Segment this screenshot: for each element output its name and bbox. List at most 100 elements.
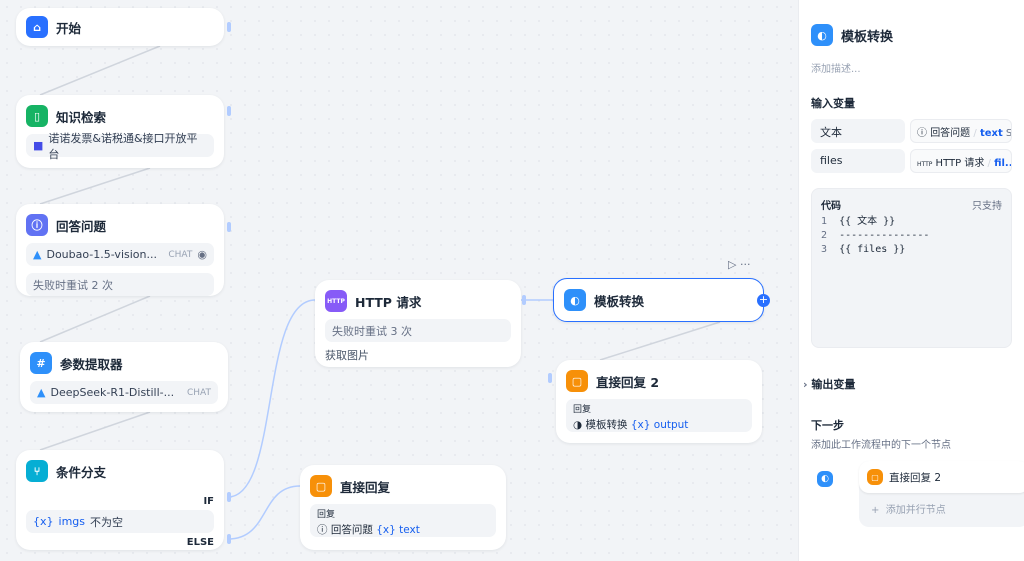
line-number: 2 bbox=[821, 230, 828, 241]
grid-icon: # bbox=[30, 352, 52, 374]
llm-icon: ⓘ bbox=[317, 524, 328, 536]
add-parallel-label: 添加并行节点 bbox=[885, 505, 946, 516]
source-var: text bbox=[399, 524, 420, 536]
branch-icon: ⑂ bbox=[26, 460, 48, 482]
else-label: ELSE bbox=[186, 537, 214, 548]
retry-text: 失败时重试 3 次 bbox=[332, 324, 412, 338]
http-icon: HTTP bbox=[325, 290, 347, 312]
handle[interactable] bbox=[227, 492, 231, 502]
var-name-input[interactable]: 文本 bbox=[811, 119, 905, 143]
handle[interactable] bbox=[227, 106, 231, 116]
handle[interactable] bbox=[227, 534, 231, 544]
description-input[interactable]: 添加描述... bbox=[811, 64, 861, 75]
reply-label: 回复 bbox=[573, 405, 592, 415]
template-icon: ◐ bbox=[811, 24, 833, 46]
book-icon: ▯ bbox=[26, 105, 48, 127]
if-label: IF bbox=[203, 496, 214, 507]
code-editor[interactable]: 代码 只支持 1 {{ 文本 }} 2 --------------- 3 {{ fi… bbox=[811, 188, 1012, 348]
output-vars-toggle[interactable]: › 输出变量 bbox=[803, 376, 1012, 392]
node-title: 模板转换 bbox=[594, 293, 645, 309]
source-node: HTTP 请求 bbox=[935, 158, 985, 169]
condition-var: imgs bbox=[58, 515, 86, 528]
code-line: {{ files }} bbox=[839, 244, 906, 255]
model-icon: ▲ bbox=[37, 386, 46, 399]
reply-icon: ▢ bbox=[566, 370, 588, 392]
handle[interactable] bbox=[548, 373, 552, 383]
node-title: 知识检索 bbox=[56, 109, 107, 125]
edge bbox=[39, 45, 161, 96]
run-icon[interactable]: ▷ bbox=[728, 258, 737, 271]
node-settings-panel: ◐ 模板转换 添加描述... 输入变量 文本ⓘ 回答问题 / text Strin… bbox=[798, 0, 1024, 561]
more-icon[interactable]: ··· bbox=[739, 258, 751, 271]
node-title: 回答问题 bbox=[56, 218, 107, 234]
retry-text: 失败时重试 2 次 bbox=[33, 278, 113, 292]
model-name: DeepSeek-R1-Distill-... bbox=[50, 386, 175, 399]
line-number: 1 bbox=[821, 216, 828, 227]
node-reply2[interactable]: ▢直接回复 2 回复 ◑ 模板转换 {x} output bbox=[556, 360, 762, 443]
var-selector[interactable]: HTTP HTTP 请求 / fil... Arra bbox=[910, 149, 1012, 173]
edges bbox=[39, 45, 721, 540]
panel-title: 模板转换 bbox=[841, 29, 894, 45]
handle[interactable] bbox=[227, 222, 231, 232]
node-params[interactable]: # 参数提取器 ▲ DeepSeek-R1-Distill-... CHAT bbox=[20, 342, 228, 412]
handle[interactable] bbox=[227, 22, 231, 32]
edge bbox=[39, 411, 151, 451]
node-start[interactable]: ⌂ 开始 bbox=[16, 8, 224, 46]
var-name-input[interactable]: files bbox=[811, 149, 905, 173]
dataset-name: 诺诺发票&诺税通&接口开放平台 bbox=[48, 131, 198, 161]
node-toolbar: ▷ ··· bbox=[728, 258, 750, 271]
model-icon: ▲ bbox=[33, 248, 42, 261]
home-icon: ⌂ bbox=[26, 16, 48, 38]
edge bbox=[227, 299, 316, 498]
edge bbox=[39, 295, 151, 343]
template-icon: ◑ bbox=[573, 419, 583, 431]
node-title: 开始 bbox=[56, 20, 82, 36]
node-branch[interactable]: ⑂ 条件分支 IF {x} imgs 不为空 ELSE bbox=[16, 450, 224, 550]
node-title: 直接回复 2 bbox=[596, 374, 660, 390]
add-parallel-button[interactable]: + 添加并行节点 bbox=[871, 505, 946, 516]
node-reply[interactable]: ▢直接回复 回复 ⓘ 回答问题 {x} text bbox=[300, 465, 506, 550]
code-hint: 只支持 bbox=[972, 201, 1002, 212]
reply-icon: ▢ bbox=[310, 475, 332, 497]
line-number: 3 bbox=[821, 244, 828, 255]
node-desc: 获取图片 bbox=[325, 349, 369, 362]
node-knowledge[interactable]: ▯知识检索 ■诺诺发票&诺税通&接口开放平台 bbox=[16, 95, 224, 168]
next-step-desc: 添加此工作流程中的下一个节点 bbox=[811, 440, 951, 451]
reply-label: 回复 bbox=[317, 510, 336, 520]
llm-icon: ⓘ bbox=[26, 214, 48, 236]
code-line: {{ 文本 }} bbox=[839, 216, 896, 227]
edge bbox=[39, 167, 151, 205]
source-var: fil... bbox=[994, 158, 1011, 169]
add-node-button[interactable]: + bbox=[757, 293, 770, 307]
next-node-item[interactable]: ▢ 直接回复 2 bbox=[859, 461, 1024, 493]
node-title: HTTP 请求 bbox=[355, 294, 422, 310]
mode-tag: CHAT bbox=[186, 387, 211, 398]
edge bbox=[599, 321, 721, 361]
mode-tag: CHAT bbox=[168, 249, 193, 260]
next-node-name: 直接回复 2 bbox=[889, 471, 942, 484]
reply-icon: ▢ bbox=[867, 469, 883, 485]
edge bbox=[227, 485, 301, 540]
handle[interactable] bbox=[522, 295, 526, 305]
node-http[interactable]: HTTP HTTP 请求 失败时重试 3 次 获取图片 bbox=[315, 280, 521, 367]
variable-icon: {x} bbox=[33, 515, 54, 528]
template-icon: ◐ bbox=[817, 471, 833, 487]
source-node: 回答问题 bbox=[930, 128, 971, 139]
template-icon: ◐ bbox=[564, 289, 586, 311]
model-name: Doubao-1.5-vision... bbox=[46, 248, 157, 261]
node-title: 直接回复 bbox=[340, 479, 391, 495]
output-label: 输出变量 bbox=[811, 378, 856, 391]
source-node: 回答问题 bbox=[330, 524, 373, 536]
next-step-label: 下一步 bbox=[811, 419, 844, 432]
code-label: 代码 bbox=[821, 201, 841, 212]
node-title: 条件分支 bbox=[56, 464, 107, 480]
inputs-label: 输入变量 bbox=[811, 97, 855, 110]
condition-op: 不为空 bbox=[90, 515, 124, 529]
chevron-right-icon: › bbox=[803, 378, 808, 391]
var-selector[interactable]: ⓘ 回答问题 / text String bbox=[910, 119, 1012, 143]
node-template[interactable]: ◐ 模板转换 bbox=[553, 278, 764, 322]
node-title: 参数提取器 bbox=[60, 356, 123, 372]
code-line: --------------- bbox=[839, 230, 930, 241]
